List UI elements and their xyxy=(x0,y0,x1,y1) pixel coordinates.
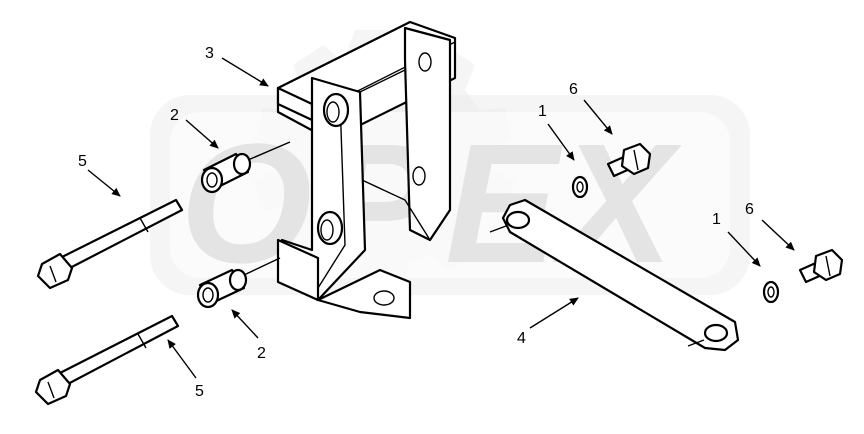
callout-4: 4 xyxy=(517,330,526,347)
callout-1-upper: 1 xyxy=(538,103,547,120)
callout-3: 3 xyxy=(205,45,214,62)
leader-5-lower xyxy=(167,339,197,379)
callout-5-upper: 5 xyxy=(78,153,87,170)
callout-1-lower: 1 xyxy=(712,211,721,228)
watermark-letter-e: E xyxy=(445,109,563,299)
bracket-part xyxy=(276,20,457,320)
leader-1-lower xyxy=(727,231,761,267)
spacer-upper xyxy=(200,141,291,194)
bolt-lower xyxy=(34,314,180,406)
leader-5-upper xyxy=(87,169,121,197)
leader-3 xyxy=(221,57,269,87)
spacer-lower xyxy=(196,257,281,309)
leader-1-upper xyxy=(547,123,575,161)
callout-6-lower: 6 xyxy=(745,201,754,218)
bolt-upper xyxy=(36,198,184,290)
leader-lines xyxy=(87,57,795,379)
leader-4 xyxy=(529,297,579,329)
leader-6-upper xyxy=(583,99,613,135)
washer-upper xyxy=(571,175,589,199)
leader-6-lower xyxy=(761,219,795,251)
callout-2-lower: 2 xyxy=(257,345,266,362)
callout-2-upper: 2 xyxy=(170,107,179,124)
leader-2-lower xyxy=(231,309,259,339)
callout-6-upper: 6 xyxy=(569,81,578,98)
link-arm-part xyxy=(489,198,740,352)
screw-lower xyxy=(798,248,844,284)
screw-upper xyxy=(606,142,652,178)
washer-lower xyxy=(762,280,780,304)
leader-2-upper xyxy=(185,119,219,149)
callout-5-lower: 5 xyxy=(195,383,204,400)
